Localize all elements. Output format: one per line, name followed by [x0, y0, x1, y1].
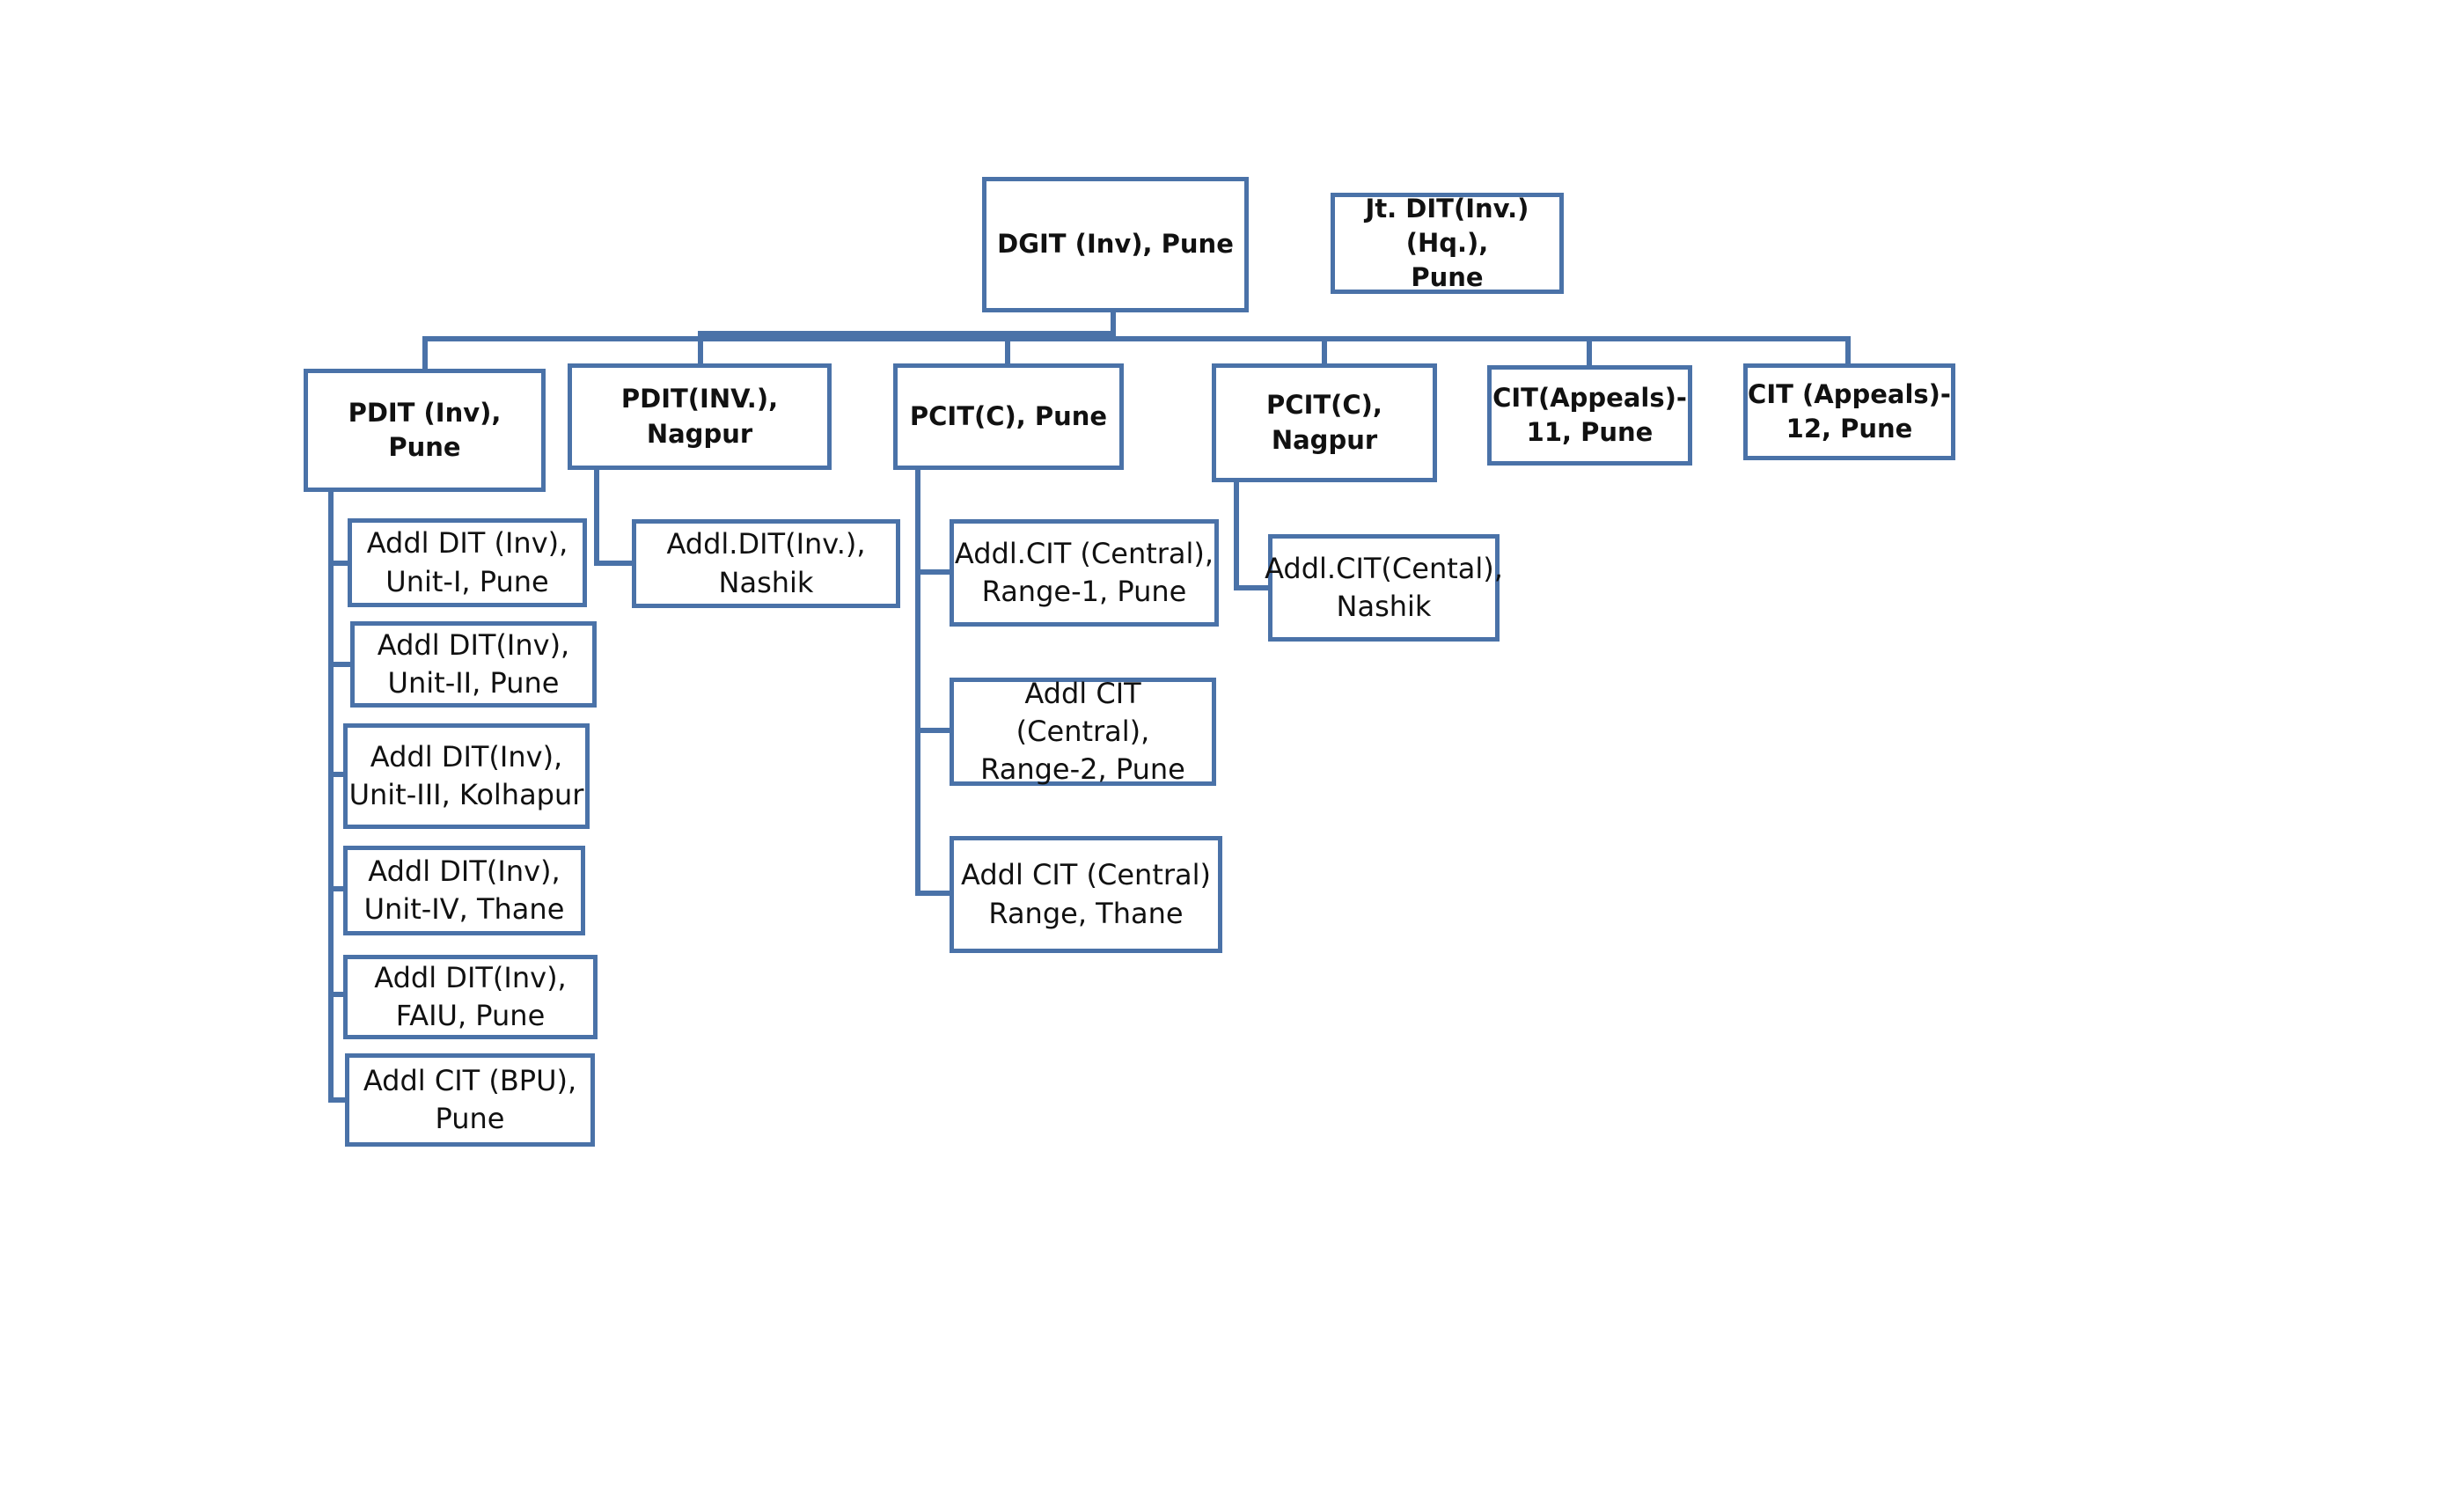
node-addl-cit-central-range-2-pune: Addl CIT (Central), Range-2, Pune: [950, 677, 1216, 786]
node-addl-dit-unit-3-kolhapur: Addl DIT(Inv), Unit-III, Kolhapur: [343, 723, 590, 829]
node-addl-cit-bpu-pune: Addl CIT (BPU), Pune: [345, 1053, 595, 1147]
node-addl-dit-nashik: Addl.DIT(Inv.), Nashik: [632, 519, 900, 608]
node-pdit-inv-pune: PDIT (Inv), Pune: [304, 369, 546, 492]
node-cit-appeals-11-pune: CIT(Appeals)- 11, Pune: [1487, 365, 1692, 466]
node-jt-dit-hq-pune: Jt. DIT(Inv.)(Hq.), Pune: [1331, 193, 1564, 294]
node-pdit-inv-nagpur: PDIT(INV.), Nagpur: [568, 363, 832, 470]
node-dgit-inv-pune: DGIT (Inv), Pune: [982, 177, 1249, 312]
node-addl-cit-central-range-1-pune: Addl.CIT (Central), Range-1, Pune: [950, 519, 1219, 627]
node-addl-cit-cental-nashik: Addl.CIT(Cental), Nashik: [1265, 534, 1503, 642]
node-pcit-c-nagpur: PCIT(C), Nagpur: [1212, 363, 1437, 482]
node-addl-dit-unit-2-pune: Addl DIT(Inv), Unit-II, Pune: [350, 621, 597, 708]
node-addl-dit-faiu-pune: Addl DIT(Inv), FAIU, Pune: [343, 955, 598, 1039]
node-addl-dit-unit-4-thane: Addl DIT(Inv), Unit-IV, Thane: [343, 846, 585, 935]
node-addl-dit-unit-1-pune: Addl DIT (Inv), Unit-I, Pune: [348, 518, 587, 607]
node-cit-appeals-12-pune: CIT (Appeals)- 12, Pune: [1743, 363, 1955, 460]
node-pcit-c-pune: PCIT(C), Pune: [893, 363, 1124, 470]
node-addl-cit-central-range-thane: Addl CIT (Central) Range, Thane: [950, 836, 1222, 953]
